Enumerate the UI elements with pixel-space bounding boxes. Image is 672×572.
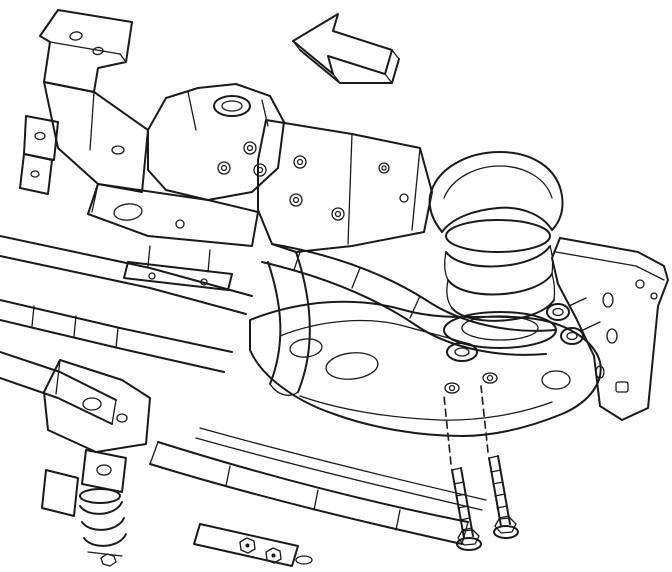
slot-hole [113,203,143,221]
bracket-hole [116,413,128,423]
bolt-hole-2 [482,372,498,384]
bolt-flange [493,525,519,539]
oval-hole [213,95,251,117]
rail-hole [602,292,614,308]
hex-bolt-head [239,537,256,554]
left-spring-detail [79,488,127,567]
bolt-hole [289,193,303,207]
left-frame-rails [0,235,253,425]
direction-arrow [292,13,400,84]
arm-opening [541,370,571,390]
bolt-hex-head [494,517,517,534]
dashed-leader-2 [480,385,489,453]
bolt-hole [331,207,345,221]
bolt-flange [456,537,482,551]
crossmember-mount-plate [257,119,433,253]
rail-hole [606,328,618,344]
mounting-bolt-2 [488,455,519,539]
bolt-hole [148,272,156,280]
bolt-head [100,553,117,567]
leader-lines [443,385,489,465]
lower-spring-seat [443,311,557,362]
right-frame-rail [551,237,669,421]
spring-coil [445,219,551,253]
bolt-hole [92,46,104,56]
mounting-bolts [451,455,519,551]
bottom-hardware [193,523,313,567]
bolt-hole [378,162,390,174]
bracket-hole [82,397,102,411]
arm-opening [325,352,379,380]
bolt-hole [399,193,409,203]
upper-spring-pocket [428,151,564,233]
bolt-hole [30,170,40,178]
rail-hole [650,292,658,300]
bump-stop [446,342,478,362]
stabilizer-bar [149,427,487,545]
hex-bolt-head [265,547,282,564]
bolt-hole [243,141,257,155]
bracket-hole [96,464,112,476]
bolt-hole [69,31,83,41]
arm-opening [289,338,323,358]
bolt-hole [253,163,267,177]
lower-control-arm [249,300,602,437]
mounting-bolt-1 [451,467,482,551]
coil-spring [444,219,556,322]
spring-coil [445,245,551,268]
rail-hole [635,279,645,289]
dashed-leader-1 [443,395,452,465]
pivot-bolt-cluster [546,297,601,345]
bolt-hole [111,145,125,155]
bolt-hole [34,131,46,141]
bolt-hole [293,155,307,169]
body-mount-bracket [87,83,285,291]
bolt-hole-1 [444,382,460,394]
bolt-hex-head [457,529,480,546]
spring-coil [447,273,553,296]
upper-frame-horn-bracket [19,9,149,195]
oval-hole-inner [221,100,243,112]
bolt-hole [175,219,185,229]
bolt-hole [217,161,231,175]
washer [295,555,313,565]
front-crossmember [261,243,557,396]
rail-hole [595,365,605,379]
left-rail-bracket [41,359,151,517]
rail-slot [615,381,629,393]
spring-coil [451,299,555,322]
